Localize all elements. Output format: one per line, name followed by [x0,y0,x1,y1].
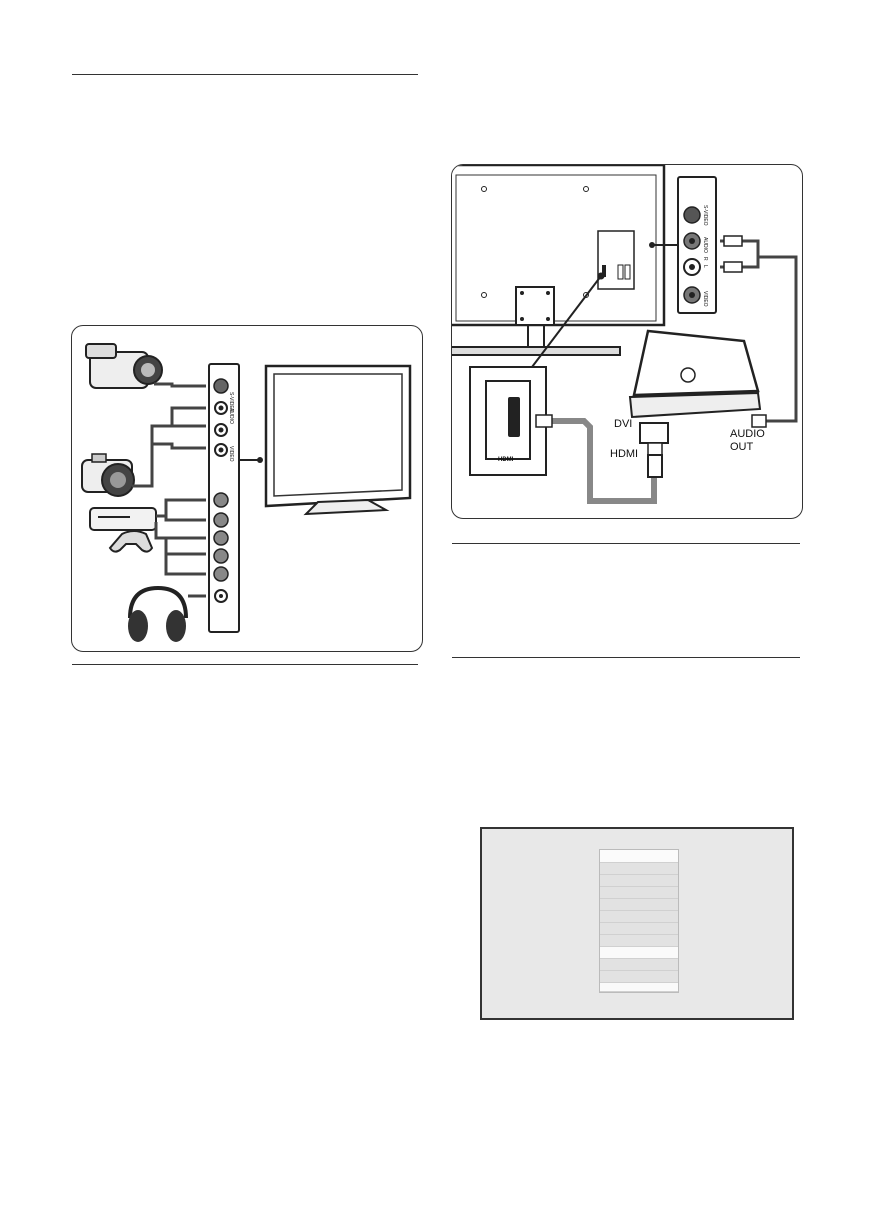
menu-item[interactable] [600,935,678,947]
menu-item[interactable] [600,863,678,875]
menu-item-selected[interactable] [600,947,678,959]
cable-label-hdmi: HDMI [610,448,638,460]
port-label: AUDIO [228,408,234,424]
menu-item[interactable] [600,850,678,863]
menu-item[interactable] [600,887,678,899]
section-rule-top-left [72,74,418,75]
tv-screen-menu-illustration [480,827,794,1020]
port-label: L [702,265,708,268]
side-connections-diagram: S-VIDEO AUDIO VIDEO PHILIPS [71,325,423,652]
port-label: VIDEO [228,446,234,462]
port-label: S-VIDEO [228,392,234,413]
side-connector-panel: S-VIDEO AUDIO R L VIDEO [649,176,717,314]
game-console-icon [89,507,157,553]
hdmi-socket-inset: HDMI [469,366,547,476]
tv-back-illustration [452,165,666,356]
cables [132,382,206,598]
tv-front-illustration: PHILIPS [264,364,412,516]
port-label: VIDEO [702,291,708,307]
pc-connection-diagram: S-VIDEO AUDIO R L VIDEO HDMI [451,164,803,519]
cable-label-dvi: DVI [614,418,632,430]
port-label: S-VIDEO [702,205,708,226]
port-label: AUDIO [702,237,708,253]
menu-item[interactable] [600,875,678,887]
section-rule-right-2 [452,657,800,658]
side-connector-panel: S-VIDEO AUDIO VIDEO [208,363,240,633]
audio-out-label: OUT [730,441,754,453]
section-rule-left [72,664,418,665]
audio-out-label: AUDIO [730,428,765,440]
camcorder-icon [85,343,163,389]
digital-camera-icon [81,453,135,497]
hdmi-socket-label: HDMI [498,457,514,463]
menu-item[interactable] [600,983,678,992]
menu-item[interactable] [600,911,678,923]
menu-item[interactable] [600,971,678,983]
port-label: R [702,257,708,261]
hdmi-dvi-cable [535,414,669,504]
on-screen-menu [599,849,679,993]
menu-item[interactable] [600,899,678,911]
menu-item[interactable] [600,959,678,971]
laptop-icon [628,329,762,419]
headphones-icon [128,585,188,642]
section-rule-right-1 [452,543,800,544]
menu-item[interactable] [600,923,678,935]
